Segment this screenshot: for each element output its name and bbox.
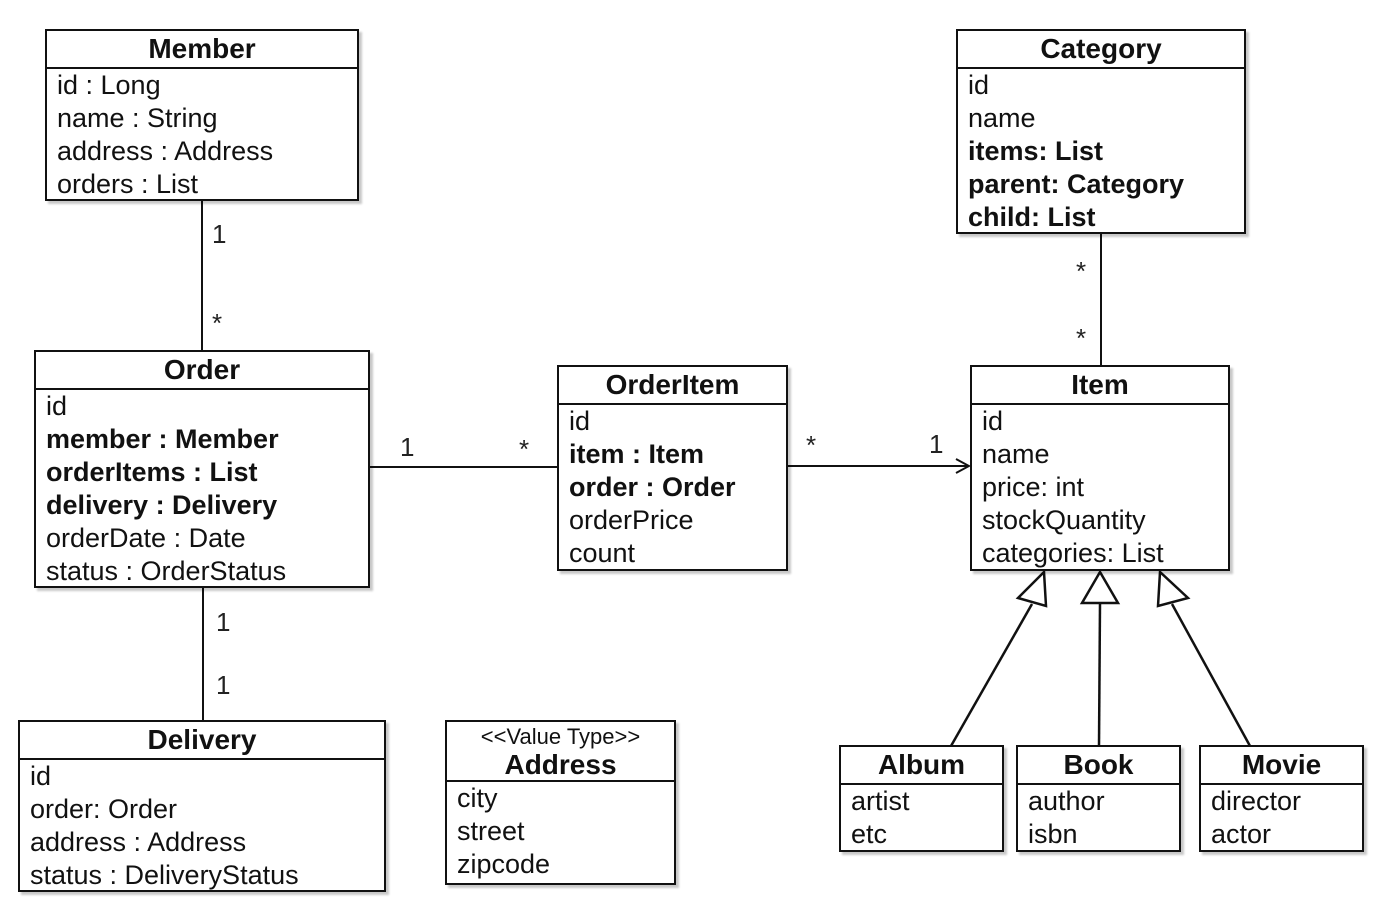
delivery-attr-id: id xyxy=(30,761,52,791)
album-class: Album artist etc xyxy=(839,745,1004,852)
delivery-attr-order: order: Order xyxy=(30,794,178,824)
category-attributes: id name items: List parent: Category chi… xyxy=(958,69,1244,234)
order-attr-delivery: delivery : Delivery xyxy=(46,490,278,520)
mult-member-end: 1 xyxy=(212,219,226,249)
mult-item-end-category: * xyxy=(1076,323,1086,353)
movie-attr-actor: actor xyxy=(1211,819,1272,849)
book-class-name: Book xyxy=(1018,747,1179,785)
item-attr-name: name xyxy=(982,439,1050,469)
delivery-attr-status: status : DeliveryStatus xyxy=(30,860,299,890)
address-attr-zipcode: zipcode xyxy=(457,849,551,879)
category-attr-parent: parent: Category xyxy=(968,169,1185,199)
delivery-attributes: id order: Order address : Address status… xyxy=(20,760,384,892)
address-class-header: <<Value Type>> Address xyxy=(447,722,674,782)
book-attr-author: author xyxy=(1028,786,1105,816)
address-attributes: city street zipcode xyxy=(447,782,674,881)
order-class: Order id member : Member orderItems : Li… xyxy=(34,350,370,588)
item-attr-id: id xyxy=(982,406,1004,436)
orderitem-attributes: id item : Item order : Order orderPrice … xyxy=(559,405,786,570)
orderitem-attr-orderprice: orderPrice xyxy=(569,505,694,535)
item-class: Item id name price: int stockQuantity ca… xyxy=(970,365,1230,571)
order-attr-orderdate: orderDate : Date xyxy=(46,523,246,553)
address-attr-street: street xyxy=(457,816,525,846)
delivery-attr-address: address : Address xyxy=(30,827,247,857)
orderitem-attr-id: id xyxy=(569,406,591,436)
item-attr-stockquantity: stockQuantity xyxy=(982,505,1146,535)
member-class-name: Member xyxy=(47,31,357,69)
delivery-class-name: Delivery xyxy=(20,722,384,760)
orderitem-class-name: OrderItem xyxy=(559,367,786,405)
category-attr-child: child: List xyxy=(968,202,1096,232)
category-attr-name: name xyxy=(968,103,1036,133)
album-attr-artist: artist xyxy=(851,786,910,816)
book-attributes: author isbn xyxy=(1018,785,1179,851)
mult-delivery-end: 1 xyxy=(216,670,230,700)
category-class: Category id name items: List parent: Cat… xyxy=(956,29,1246,234)
item-class-name: Item xyxy=(972,367,1228,405)
order-attributes: id member : Member orderItems : List del… xyxy=(36,390,368,588)
address-class: <<Value Type>> Address city street zipco… xyxy=(445,720,676,885)
category-class-name: Category xyxy=(958,31,1244,69)
album-class-name: Album xyxy=(841,747,1002,785)
movie-class-name: Movie xyxy=(1201,747,1362,785)
delivery-class: Delivery id order: Order address : Addre… xyxy=(18,720,386,892)
orderitem-class: OrderItem id item : Item order : Order o… xyxy=(557,365,788,571)
movie-generalization-line xyxy=(1170,603,1252,747)
order-attr-id: id xyxy=(46,391,68,421)
order-class-name: Order xyxy=(36,352,368,390)
mult-order-end-orderitem: 1 xyxy=(400,432,414,462)
order-attr-status: status : OrderStatus xyxy=(46,556,287,586)
orderitem-attr-count: count xyxy=(569,538,636,568)
book-generalization-triangle xyxy=(1079,569,1121,605)
member-attributes: id : Long name : String address : Addres… xyxy=(47,69,357,201)
book-generalization-line xyxy=(1097,602,1102,747)
category-attr-id: id xyxy=(968,70,990,100)
category-attr-items: items: List xyxy=(968,136,1104,166)
order-attr-member: member : Member xyxy=(46,424,279,454)
orderitem-attr-item: item : Item xyxy=(569,439,705,469)
item-attr-categories: categories: List xyxy=(982,538,1164,568)
book-attr-isbn: isbn xyxy=(1028,819,1078,849)
member-attr-name: name : String xyxy=(57,103,218,133)
orderitem-attr-order: order : Order xyxy=(569,472,736,502)
album-attributes: artist etc xyxy=(841,785,1002,851)
order-attr-orderitems: orderItems : List xyxy=(46,457,258,487)
mult-category-end: * xyxy=(1076,256,1086,286)
member-attr-address: address : Address xyxy=(57,136,274,166)
member-class: Member id : Long name : String address :… xyxy=(45,29,359,201)
book-class: Book author isbn xyxy=(1016,745,1181,852)
movie-attributes: director actor xyxy=(1201,785,1362,851)
movie-generalization-triangle xyxy=(1156,569,1191,608)
mult-order-end-delivery: 1 xyxy=(216,607,230,637)
address-class-name: Address xyxy=(504,749,617,780)
mult-order-end-member: * xyxy=(212,308,222,338)
movie-attr-director: director xyxy=(1211,786,1302,816)
member-attr-id: id : Long xyxy=(57,70,161,100)
member-attr-orders: orders : List xyxy=(57,169,199,199)
mult-item-end-orderitem: 1 xyxy=(929,429,943,459)
address-stereotype: <<Value Type>> xyxy=(480,724,641,749)
mult-orderitem-end-order: * xyxy=(519,434,529,464)
mult-orderitem-end-item: * xyxy=(806,430,816,460)
item-attr-price: price: int xyxy=(982,472,1085,502)
album-generalization-line xyxy=(949,603,1034,747)
item-attributes: id name price: int stockQuantity categor… xyxy=(972,405,1228,570)
album-attr-etc: etc xyxy=(851,819,888,849)
album-generalization-triangle xyxy=(1015,569,1048,608)
movie-class: Movie director actor xyxy=(1199,745,1364,852)
address-attr-city: city xyxy=(457,783,498,813)
